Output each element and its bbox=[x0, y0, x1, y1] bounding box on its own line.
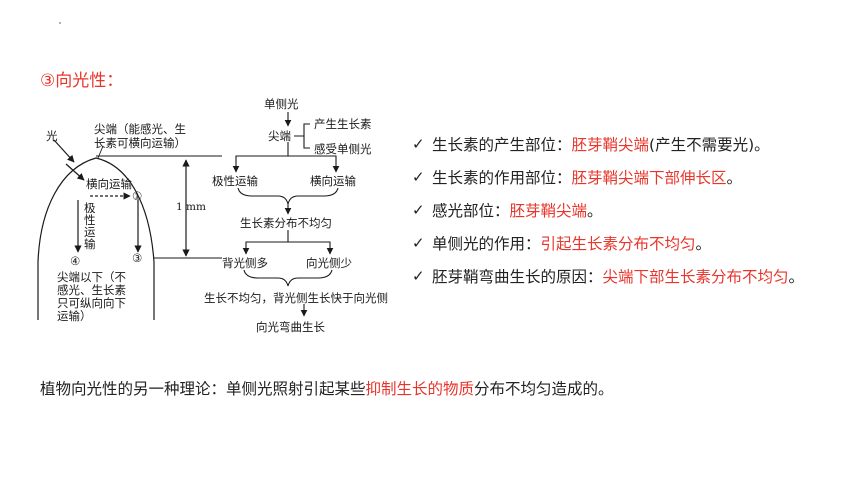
check-icon: ✓ bbox=[412, 134, 425, 153]
point-suffix: 。 bbox=[695, 234, 712, 253]
point-label: 生长素的作用部位： bbox=[432, 168, 572, 187]
flow-unilateral-light: 单侧光 bbox=[264, 97, 299, 111]
marker-1: ① bbox=[132, 189, 142, 203]
polar-label-char4: 输 bbox=[84, 237, 96, 251]
light-arrow-1 bbox=[53, 139, 75, 163]
split-to-transport bbox=[235, 142, 337, 160]
scale-label: 1 mm bbox=[176, 201, 206, 213]
flow-produce-auxin: 产生生长素 bbox=[314, 117, 372, 131]
list-item: ✓ 生长素的产生部位： 胚芽鞘尖端 (产生不需要光)。 bbox=[412, 127, 858, 160]
point-label: 胚芽鞘弯曲生长的原因： bbox=[432, 267, 603, 286]
theory-prefix: 植物向光性的另一种理论：单侧光照射引起某些 bbox=[40, 380, 366, 398]
point-suffix: 。 bbox=[726, 168, 743, 187]
flow-uneven-growth: 生长不均匀，背光侧生长快于向光侧 bbox=[204, 291, 388, 305]
point-label: 单侧光的作用： bbox=[432, 234, 541, 253]
flow-sense-light: 感受单侧光 bbox=[314, 142, 372, 156]
theory-suffix: 分布不均匀造成的。 bbox=[474, 380, 614, 398]
point-value: 尖端下部生长素分布不均匀 bbox=[602, 267, 789, 286]
check-icon: ✓ bbox=[412, 200, 425, 219]
check-icon: ✓ bbox=[412, 233, 425, 252]
split-to-sides bbox=[245, 230, 331, 246]
lateral-transport-label: 横向运输 bbox=[86, 177, 132, 191]
point-label: 感光部位： bbox=[432, 201, 510, 220]
below-note-line3: 只可纵向向下 bbox=[57, 296, 126, 310]
marker-3: ③ bbox=[132, 251, 142, 265]
light-label: 光 bbox=[46, 129, 58, 143]
flowchart-lines bbox=[232, 112, 340, 317]
merge-brace-2 bbox=[243, 269, 333, 287]
list-item: ✓ 感光部位： 胚芽鞘尖端 。 bbox=[412, 193, 858, 226]
check-icon: ✓ bbox=[412, 266, 425, 285]
below-note-line4: 运输） bbox=[57, 309, 92, 323]
point-suffix: 。 bbox=[587, 201, 603, 220]
point-label: 生长素的产生部位： bbox=[432, 135, 572, 154]
flow-backlit-more: 背光侧多 bbox=[222, 256, 268, 270]
merge-brace bbox=[237, 187, 339, 205]
tip-note-line1: 尖端（能感光、生 bbox=[94, 122, 186, 136]
point-suffix: 。 bbox=[788, 267, 805, 286]
point-value: 胚芽鞘尖端 bbox=[509, 201, 588, 220]
below-note-line1: 尖端以下（不 bbox=[57, 270, 126, 284]
point-value: 胚芽鞘尖端下部伸长区 bbox=[571, 168, 727, 187]
flow-lateral-transport: 横向运输 bbox=[310, 174, 356, 188]
flow-lit-less: 向光侧少 bbox=[306, 256, 352, 270]
tip-note-line2: 长素可横向运输） bbox=[94, 136, 186, 150]
point-value: 引起生长素分布不均匀 bbox=[540, 234, 696, 253]
point-value: 胚芽鞘尖端 bbox=[571, 135, 650, 154]
flow-tip: 尖端 bbox=[268, 129, 291, 143]
coleoptile-drawing bbox=[37, 139, 222, 320]
theory-highlight: 抑制生长的物质 bbox=[365, 380, 475, 398]
coleoptile-outline bbox=[37, 157, 155, 320]
list-item: ✓ 胚芽鞘弯曲生长的原因： 尖端下部生长素分布不均匀 。 bbox=[412, 259, 858, 292]
point-suffix: (产生不需要光)。 bbox=[649, 135, 770, 154]
polar-label-char1: 极 bbox=[84, 201, 96, 215]
key-points-list: ✓ 生长素的产生部位： 胚芽鞘尖端 (产生不需要光)。 ✓ 生长素的作用部位： … bbox=[412, 127, 858, 292]
light-arrow-2 bbox=[65, 163, 85, 181]
polar-label-char3: 运 bbox=[84, 225, 96, 239]
decorative-dot bbox=[59, 22, 61, 24]
flow-bend-toward-light: 向光弯曲生长 bbox=[256, 320, 325, 334]
list-item: ✓ 单侧光的作用： 引起生长素分布不均匀 。 bbox=[412, 226, 858, 259]
below-note-line2: 感光、生长素 bbox=[57, 283, 126, 297]
flow-uneven-distribution: 生长素分布不均匀 bbox=[240, 216, 332, 230]
check-icon: ✓ bbox=[412, 167, 425, 186]
list-item: ✓ 生长素的作用部位： 胚芽鞘尖端下部伸长区 。 bbox=[412, 160, 858, 193]
section-title: ③向光性： bbox=[40, 71, 124, 91]
alternative-theory: 植物向光性的另一种理论：单侧光照射引起某些抑制生长的物质分布不均匀造成的。 bbox=[40, 377, 614, 399]
polar-label-char2: 性 bbox=[84, 213, 96, 227]
flow-polar-transport: 极性运输 bbox=[212, 174, 258, 188]
tip-bracket bbox=[294, 123, 310, 149]
marker-4: ④ bbox=[70, 254, 80, 268]
